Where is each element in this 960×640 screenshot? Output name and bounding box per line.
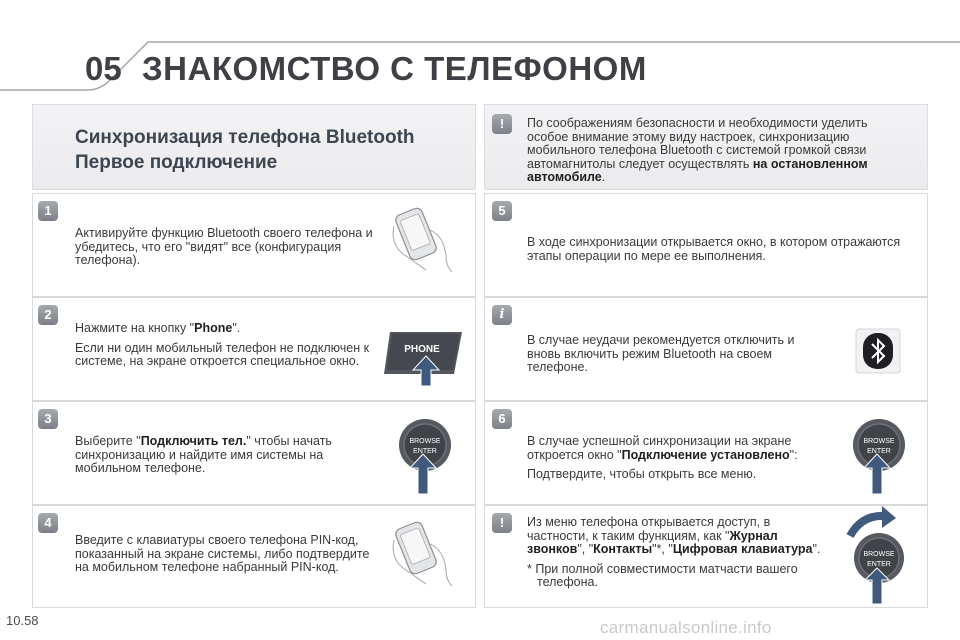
step-3-text: Выберите "Подключить тел." чтобы начать … (75, 434, 332, 476)
step-5-text: В ходе синхронизации открывается окно, в… (527, 235, 901, 263)
section-title: Синхронизация телефона Bluetooth (75, 127, 415, 148)
step-badge: 6 (492, 409, 512, 429)
knob-label-enter: ENTER (867, 561, 891, 568)
browse-enter-knob-icon[interactable]: BROWSE ENTER (848, 418, 910, 494)
knob-label-browse: BROWSE (863, 438, 894, 445)
step-6-panel (484, 401, 928, 505)
step-1-text: Активируйте функцию Bluetooth своего тел… (75, 226, 373, 268)
knob-label-browse: BROWSE (409, 438, 440, 445)
browse-enter-knob-icon[interactable]: BROWSE ENTER (394, 418, 456, 494)
section-subtitle: Первое подключение (75, 152, 278, 173)
compatibility-note: * При полной совместимости матчасти ваше… (527, 561, 798, 590)
browse-enter-knob-turn-icon[interactable]: BROWSE ENTER (840, 506, 916, 606)
step-5-panel (484, 193, 928, 297)
knob-label-browse: BROWSE (863, 551, 894, 558)
step-badge: 1 (38, 201, 58, 221)
warning-panel (484, 104, 928, 190)
phone-button-icon[interactable]: PHONE (384, 330, 468, 386)
step-1-panel (32, 193, 476, 297)
step-badge: 5 (492, 201, 512, 221)
info-text: В случае неудачи рекомендуется отключить… (527, 333, 795, 375)
knob-label-enter: ENTER (413, 448, 437, 455)
phone-button-label: PHONE (404, 344, 440, 355)
info-panel (484, 297, 928, 401)
step-4-panel (32, 505, 476, 608)
step-badge: 3 (38, 409, 58, 429)
step-6-text: В случае успешной синхронизации на экран… (527, 434, 798, 482)
step-badge: 2 (38, 305, 58, 325)
warning-badge: ! (492, 513, 512, 533)
page-number: 10.58 (6, 613, 39, 628)
watermark: carmanualsonline.info (600, 618, 772, 637)
phone-in-hand-icon (392, 207, 453, 273)
menu-access-text: Из меню телефона открывается доступ, в ч… (527, 515, 827, 596)
intro-panel (32, 104, 476, 190)
info-badge: i (492, 305, 512, 325)
step-badge: 4 (38, 513, 58, 533)
phone-in-hand-icon (392, 521, 453, 587)
header-decoration (0, 41, 960, 91)
chapter-number: 05 (85, 50, 122, 87)
bluetooth-icon (855, 328, 901, 374)
step-4-text: Введите с клавиатуры своего телефона PIN… (75, 533, 370, 575)
warning-badge: ! (492, 114, 512, 134)
step-2-text: Нажмите на кнопку "Phone". Если ни один … (75, 321, 370, 369)
menu-access-panel (484, 505, 928, 608)
chapter-title: ЗНАКОМСТВО С ТЕЛЕФОНОМ (142, 50, 647, 87)
warning-text: По соображениям безопасности и необходим… (527, 116, 868, 185)
knob-label-enter: ENTER (867, 448, 891, 455)
